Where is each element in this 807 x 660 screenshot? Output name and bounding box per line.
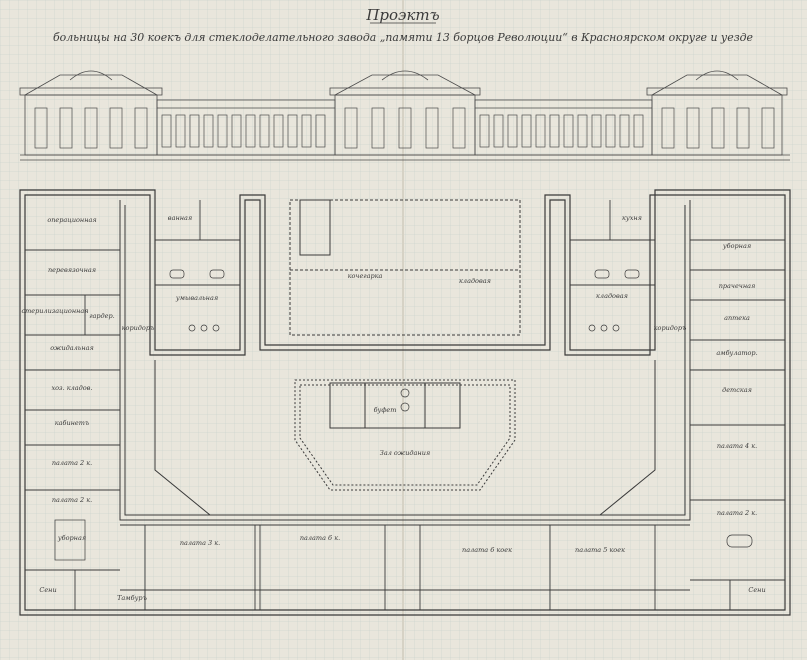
facade-window <box>661 107 675 149</box>
room-label: палата 6 коек <box>462 546 512 554</box>
facade-window <box>535 114 546 148</box>
facade-window <box>605 114 616 148</box>
facade-window <box>479 114 490 148</box>
room-label: гардер. <box>89 312 115 320</box>
room-label: кладовая <box>596 292 628 300</box>
facade-window <box>259 114 270 148</box>
facade-window <box>577 114 588 148</box>
facade-window <box>371 107 385 149</box>
plan-partitions <box>25 200 785 610</box>
room-label: перевязочная <box>48 266 96 274</box>
facade-window <box>134 107 148 149</box>
facade-windows <box>34 107 775 149</box>
facade-window <box>287 114 298 148</box>
room-label: хоз. кладов. <box>51 384 92 392</box>
room-label: Тамбуръ <box>117 594 147 602</box>
facade-window <box>161 114 172 148</box>
facade-window <box>619 114 630 148</box>
facade-window <box>549 114 560 148</box>
facade-window <box>521 114 532 148</box>
facade-window <box>344 107 358 149</box>
facade-window <box>711 107 725 149</box>
room-label: кабинетъ <box>55 419 90 427</box>
title-subtitle: больницы на 30 коекъ для стеклоделательн… <box>53 31 753 44</box>
facade-window <box>315 114 326 148</box>
room-label: палата 5 коек <box>575 546 625 554</box>
room-label: палата 4 к. <box>717 442 757 450</box>
room-label: кладовая <box>459 277 491 285</box>
room-label: палата 2 к. <box>717 509 757 517</box>
facade-window <box>493 114 504 148</box>
room-label: палата 3 к. <box>180 539 220 547</box>
facade-window <box>301 114 312 148</box>
room-label: кухня <box>622 214 642 222</box>
room-label: стерилизационная <box>21 307 88 315</box>
facade-window <box>686 107 700 149</box>
room-label: ожидальная <box>50 344 94 352</box>
room-label: палата 2 к. <box>52 496 92 504</box>
facade-window <box>633 114 644 148</box>
facade-window <box>507 114 518 148</box>
facade-window <box>217 114 228 148</box>
room-labels: операционная перевязочная стерилизационная… <box>21 214 765 602</box>
room-label: уборная <box>722 242 751 250</box>
facade-window <box>203 114 214 148</box>
facade-window <box>398 107 412 149</box>
room-label: амбулатор. <box>716 349 757 357</box>
facade-window <box>189 114 200 148</box>
facade-window <box>109 107 123 149</box>
room-label: Зал ожидания <box>380 449 430 457</box>
room-label: палата 6 к. <box>300 534 340 542</box>
facade-window <box>59 107 73 149</box>
facade-window <box>563 114 574 148</box>
room-label: уборная <box>57 534 86 542</box>
room-label: Сени <box>748 586 765 594</box>
room-label: коридоръ <box>654 324 687 332</box>
facade-elevation <box>19 70 790 161</box>
room-label: коридоръ <box>122 324 155 332</box>
room-label: аптека <box>724 314 750 322</box>
plan-courtyard-walls <box>119 199 691 521</box>
room-label: операционная <box>47 216 96 224</box>
facade-window <box>84 107 98 149</box>
facade-window <box>231 114 242 148</box>
room-label: буфет <box>374 406 397 414</box>
room-label: кочегарка <box>348 272 383 280</box>
facade-window <box>34 107 48 149</box>
facade-window <box>175 114 186 148</box>
plan-outer-walls <box>19 189 791 616</box>
facade-window <box>591 114 602 148</box>
facade-window <box>245 114 256 148</box>
room-label: умывальная <box>175 294 218 302</box>
room-label: детская <box>722 386 752 394</box>
room-label: палата 2 к. <box>52 459 92 467</box>
plan-fixtures <box>54 269 753 561</box>
room-label: ванная <box>168 214 192 222</box>
facade-window <box>425 107 439 149</box>
facade-window <box>452 107 466 149</box>
title-heading: Проэктъ <box>365 6 439 24</box>
room-label: прачечная <box>719 282 756 290</box>
room-label: Сени <box>39 586 56 594</box>
facade-window <box>761 107 775 149</box>
facade-window <box>736 107 750 149</box>
facade-window <box>273 114 284 148</box>
